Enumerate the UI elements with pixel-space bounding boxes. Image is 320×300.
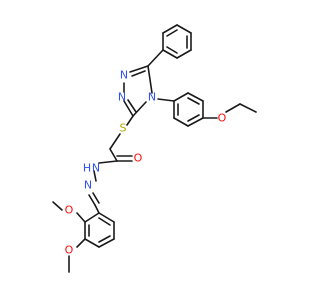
atom-label-n: N bbox=[84, 179, 92, 192]
bond bbox=[147, 65, 153, 94]
atom-label-n: N bbox=[92, 162, 100, 175]
phenyl-ring bbox=[162, 24, 192, 59]
bond bbox=[123, 100, 134, 117]
bond bbox=[109, 148, 118, 162]
bond bbox=[162, 24, 178, 34]
bond bbox=[173, 117, 189, 127]
ethoxyphenyl-ring bbox=[173, 92, 204, 127]
bond bbox=[98, 217, 111, 226]
atom-label-o: O bbox=[65, 204, 74, 217]
bond bbox=[162, 49, 178, 59]
atom-label-o: O bbox=[218, 112, 227, 125]
bond bbox=[109, 133, 121, 150]
bond bbox=[88, 194, 96, 206]
molecule-diagram: N N N S O O N H N O O bbox=[52, 24, 257, 273]
bond bbox=[239, 103, 257, 113]
bond bbox=[127, 99, 137, 113]
bond bbox=[131, 70, 146, 77]
triazole-ring bbox=[123, 65, 153, 117]
bond bbox=[93, 170, 97, 182]
bond bbox=[92, 192, 100, 204]
bond bbox=[166, 46, 178, 54]
bond bbox=[187, 114, 200, 122]
atom-label-n: N bbox=[120, 69, 128, 82]
bond bbox=[129, 65, 149, 73]
bond bbox=[176, 49, 192, 59]
bond bbox=[84, 212, 100, 223]
bond bbox=[187, 117, 204, 127]
bond bbox=[126, 115, 134, 126]
bond bbox=[166, 29, 178, 37]
atom-label-s: S bbox=[120, 122, 127, 135]
bond bbox=[98, 160, 118, 164]
bond bbox=[187, 97, 200, 105]
bond bbox=[147, 49, 164, 67]
bond bbox=[132, 101, 147, 117]
bond bbox=[52, 201, 63, 211]
atom-label-o: O bbox=[134, 152, 143, 165]
atom-label-o: O bbox=[65, 244, 74, 257]
bond bbox=[173, 92, 189, 102]
bond bbox=[76, 212, 86, 223]
bond bbox=[84, 238, 100, 248]
atom-label-h: H bbox=[83, 162, 91, 175]
bond bbox=[98, 238, 115, 248]
bond bbox=[157, 98, 175, 102]
atom-label-n: N bbox=[148, 91, 156, 104]
bond bbox=[98, 235, 111, 243]
bond bbox=[94, 204, 100, 214]
dimethoxyphenyl-ring bbox=[84, 212, 115, 248]
bond bbox=[187, 92, 204, 102]
bond bbox=[176, 24, 192, 34]
bond bbox=[225, 103, 241, 113]
bond bbox=[76, 238, 86, 248]
atom-label-n: N bbox=[118, 91, 126, 104]
bond bbox=[98, 212, 115, 223]
